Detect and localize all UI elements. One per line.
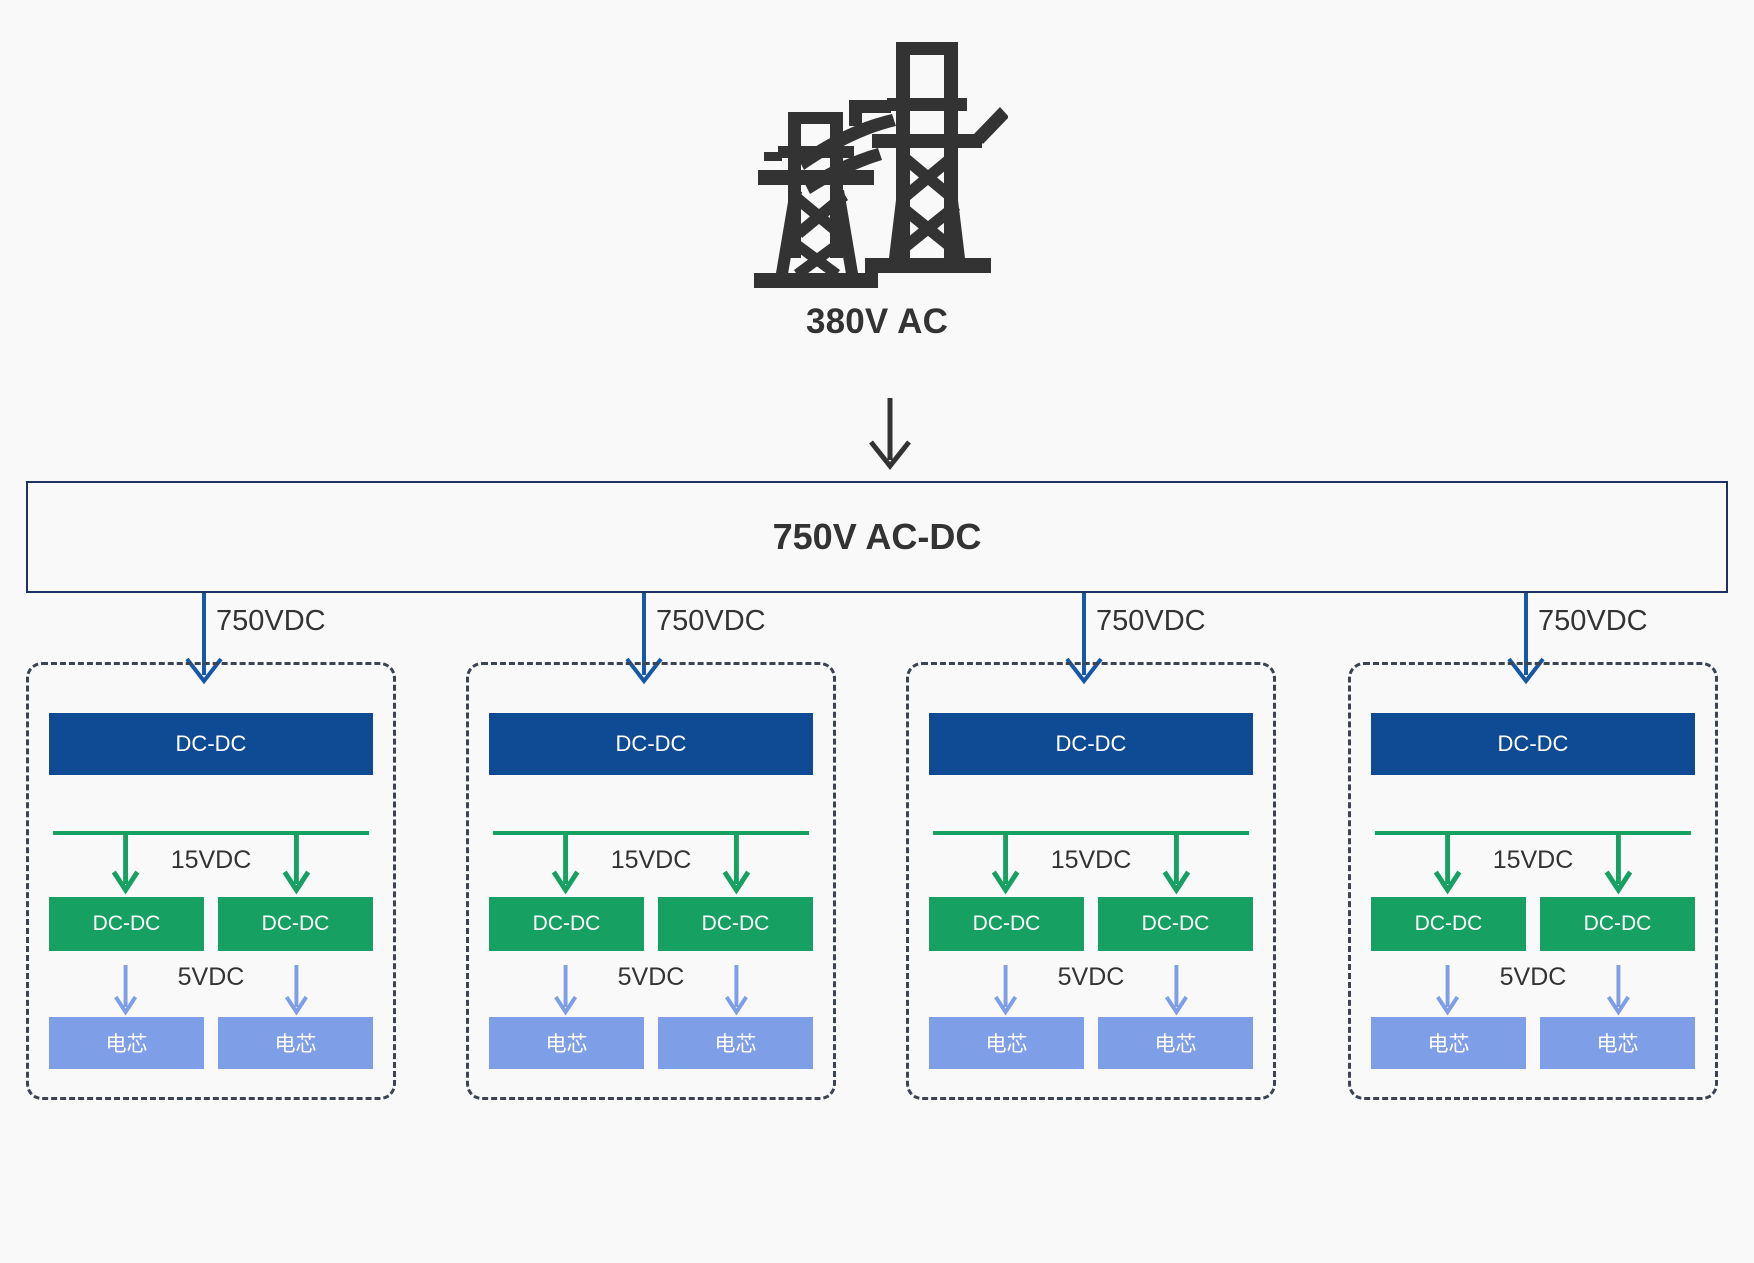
secondary-dcdc-row-3: DC-DC DC-DC <box>929 897 1253 951</box>
load-row-3: 电芯 电芯 <box>929 1017 1253 1069</box>
bus-5vdc-arrows-1 <box>114 965 308 1016</box>
rack-group-3: DC-DC 15VDC DC-DC DC-DC 5VDC <box>906 662 1276 1100</box>
feeder-label-4: 750VDC <box>1538 605 1648 637</box>
secondary-dcdc-1a: DC-DC <box>49 897 204 951</box>
load-row-1: 电芯 电芯 <box>49 1017 373 1069</box>
load-cell-4b: 电芯 <box>1540 1017 1695 1069</box>
bus-5vdc-3: 5VDC <box>929 957 1253 1019</box>
label-15vdc-4: 15VDC <box>1492 846 1574 874</box>
load-cell-4a: 电芯 <box>1371 1017 1526 1069</box>
rack-inner-4: DC-DC 15VDC DC-DC DC-DC 5VDC <box>1371 665 1695 1097</box>
bus-15vdc-arrows-3 <box>932 831 1250 895</box>
feeder-arrow-3 <box>1065 593 1103 685</box>
secondary-dcdc-2b: DC-DC <box>658 897 813 951</box>
feeder-2: 750VDC <box>466 593 826 685</box>
secondary-dcdc-4a: DC-DC <box>1371 897 1526 951</box>
label-5vdc-4: 5VDC <box>1499 963 1567 991</box>
load-cell-2a: 电芯 <box>489 1017 644 1069</box>
label-15vdc-2: 15VDC <box>610 846 692 874</box>
bus-5vdc-arrows-4 <box>1436 965 1630 1016</box>
load-row-4: 电芯 电芯 <box>1371 1017 1695 1069</box>
rack-group-2: DC-DC 15VDC DC-DC DC-DC 5VDC <box>466 662 836 1100</box>
bus-5vdc-arrows-3 <box>994 965 1188 1016</box>
feeder-4: 750VDC <box>1348 593 1708 685</box>
bus-5vdc-2: 5VDC <box>489 957 813 1019</box>
label-15vdc-3: 15VDC <box>1050 846 1132 874</box>
bus-15vdc-arrows-1 <box>52 831 370 895</box>
load-cell-1a: 电芯 <box>49 1017 204 1069</box>
rack-group-4: DC-DC 15VDC DC-DC DC-DC 5VDC <box>1348 662 1718 1100</box>
feeder-label-1: 750VDC <box>216 605 326 637</box>
label-5vdc-2: 5VDC <box>617 963 685 991</box>
source-voltage-label: 380V AC <box>805 302 949 341</box>
label-5vdc-3: 5VDC <box>1057 963 1125 991</box>
main-acdc-label: 750V AC-DC <box>772 516 982 557</box>
load-cell-2b: 电芯 <box>658 1017 813 1069</box>
bus-15vdc-4: 15VDC <box>1371 828 1695 898</box>
primary-dcdc-2: DC-DC <box>489 713 813 775</box>
feeder-label-3: 750VDC <box>1096 605 1206 637</box>
secondary-dcdc-row-1: DC-DC DC-DC <box>49 897 373 951</box>
source-to-acdc-arrow <box>869 398 911 470</box>
bus-15vdc-2: 15VDC <box>489 828 813 898</box>
primary-dcdc-3: DC-DC <box>929 713 1253 775</box>
feeder-arrow-2 <box>625 593 663 685</box>
feeder-label-2: 750VDC <box>656 605 766 637</box>
bus-5vdc-1: 5VDC <box>49 957 373 1019</box>
rack-inner-3: DC-DC 15VDC DC-DC DC-DC 5VDC <box>929 665 1253 1097</box>
rack-inner-1: DC-DC 15VDC DC-DC DC-DC 5VDC <box>49 665 373 1097</box>
secondary-dcdc-row-4: DC-DC DC-DC <box>1371 897 1695 951</box>
feeder-3: 750VDC <box>906 593 1266 685</box>
bus-5vdc-4: 5VDC <box>1371 957 1695 1019</box>
power-source-block: 380V AC <box>0 30 1754 342</box>
bus-5vdc-arrows-2 <box>554 965 748 1016</box>
rack-inner-2: DC-DC 15VDC DC-DC DC-DC 5VDC <box>489 665 813 1097</box>
feeder-1: 750VDC <box>26 593 386 685</box>
primary-dcdc-1: DC-DC <box>49 713 373 775</box>
secondary-dcdc-3b: DC-DC <box>1098 897 1253 951</box>
transmission-tower-icon <box>754 42 1008 288</box>
main-acdc-converter: 750V AC-DC <box>26 481 1728 593</box>
label-15vdc-1: 15VDC <box>170 846 252 874</box>
feeder-arrow-4 <box>1507 593 1545 685</box>
load-cell-3b: 电芯 <box>1098 1017 1253 1069</box>
bus-15vdc-arrows-4 <box>1374 831 1692 895</box>
label-5vdc-1: 5VDC <box>177 963 245 991</box>
secondary-dcdc-row-2: DC-DC DC-DC <box>489 897 813 951</box>
rack-group-1: DC-DC 15VDC DC-DC DC-DC 5VDC <box>26 662 396 1100</box>
load-cell-1b: 电芯 <box>218 1017 373 1069</box>
secondary-dcdc-1b: DC-DC <box>218 897 373 951</box>
secondary-dcdc-4b: DC-DC <box>1540 897 1695 951</box>
secondary-dcdc-3a: DC-DC <box>929 897 1084 951</box>
feeder-arrow-1 <box>185 593 223 685</box>
bus-15vdc-1: 15VDC <box>49 828 373 898</box>
bus-15vdc-arrows-2 <box>492 831 810 895</box>
bus-15vdc-3: 15VDC <box>929 828 1253 898</box>
load-row-2: 电芯 电芯 <box>489 1017 813 1069</box>
load-cell-3a: 电芯 <box>929 1017 1084 1069</box>
primary-dcdc-4: DC-DC <box>1371 713 1695 775</box>
secondary-dcdc-2a: DC-DC <box>489 897 644 951</box>
